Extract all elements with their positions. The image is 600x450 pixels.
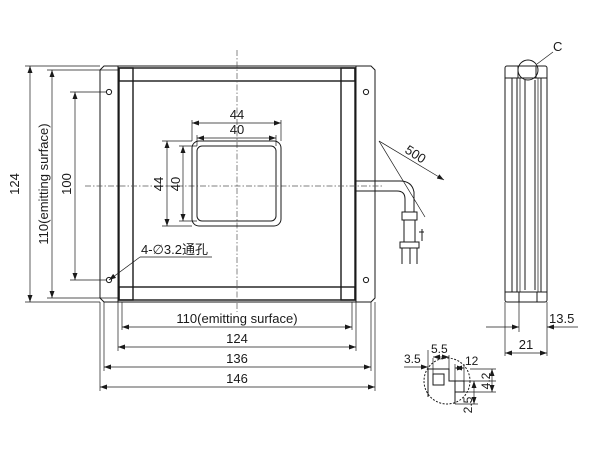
holes-leader	[108, 256, 141, 281]
dim-window-inner-h: 40	[168, 177, 183, 191]
mounting-hole-tl	[105, 88, 113, 96]
dim-window-outer-w: 44	[230, 107, 244, 122]
detail-dim-5-5: 5.5	[431, 342, 448, 356]
dim-line-cable	[378, 140, 426, 218]
dim-width-124: 124	[226, 331, 248, 346]
detail-dim-12: 12	[465, 354, 479, 368]
dim-hole-spacing: 100	[59, 173, 74, 195]
mounting-hole-br	[362, 276, 370, 284]
left-rail	[118, 67, 134, 301]
dim-width-136: 136	[226, 351, 248, 366]
front-view	[85, 50, 424, 312]
detail-dim-4-2: 4.2	[479, 372, 493, 389]
dim-cable-length: 500	[402, 142, 428, 166]
front-dimensions: 124 110(emitting surface) 100 44 40 44 4…	[7, 65, 445, 391]
dim-emitting-height: 110(emitting surface)	[36, 123, 51, 244]
detail-c-circle	[517, 59, 539, 81]
detail-dim-3-5: 3.5	[404, 352, 421, 366]
holes-note: 4-∅3.2通孔	[141, 242, 208, 257]
side-view: C 13.5 21	[486, 39, 578, 356]
right-rail	[340, 67, 356, 301]
dim-height-124: 124	[7, 173, 22, 195]
detail-c-label: C	[553, 39, 562, 54]
dim-window-inner-w: 40	[230, 122, 244, 137]
dim-frame-depth: 13.5	[549, 311, 574, 326]
dim-emitting-width: 110(emitting surface)	[176, 311, 297, 326]
dim-window-outer-h: 44	[151, 177, 166, 191]
connector	[399, 211, 424, 264]
mounting-plate-outline	[99, 65, 376, 303]
detail-c: 3.5 5.5 12 4.2 2.5	[404, 342, 496, 413]
cable	[356, 180, 415, 212]
dim-thickness: 21	[519, 337, 533, 352]
dim-width-146: 146	[226, 371, 248, 386]
detail-dim-2-5: 2.5	[461, 396, 475, 413]
window-inner	[196, 145, 277, 222]
mounting-hole-tr	[362, 88, 370, 96]
window-outer	[191, 140, 282, 227]
